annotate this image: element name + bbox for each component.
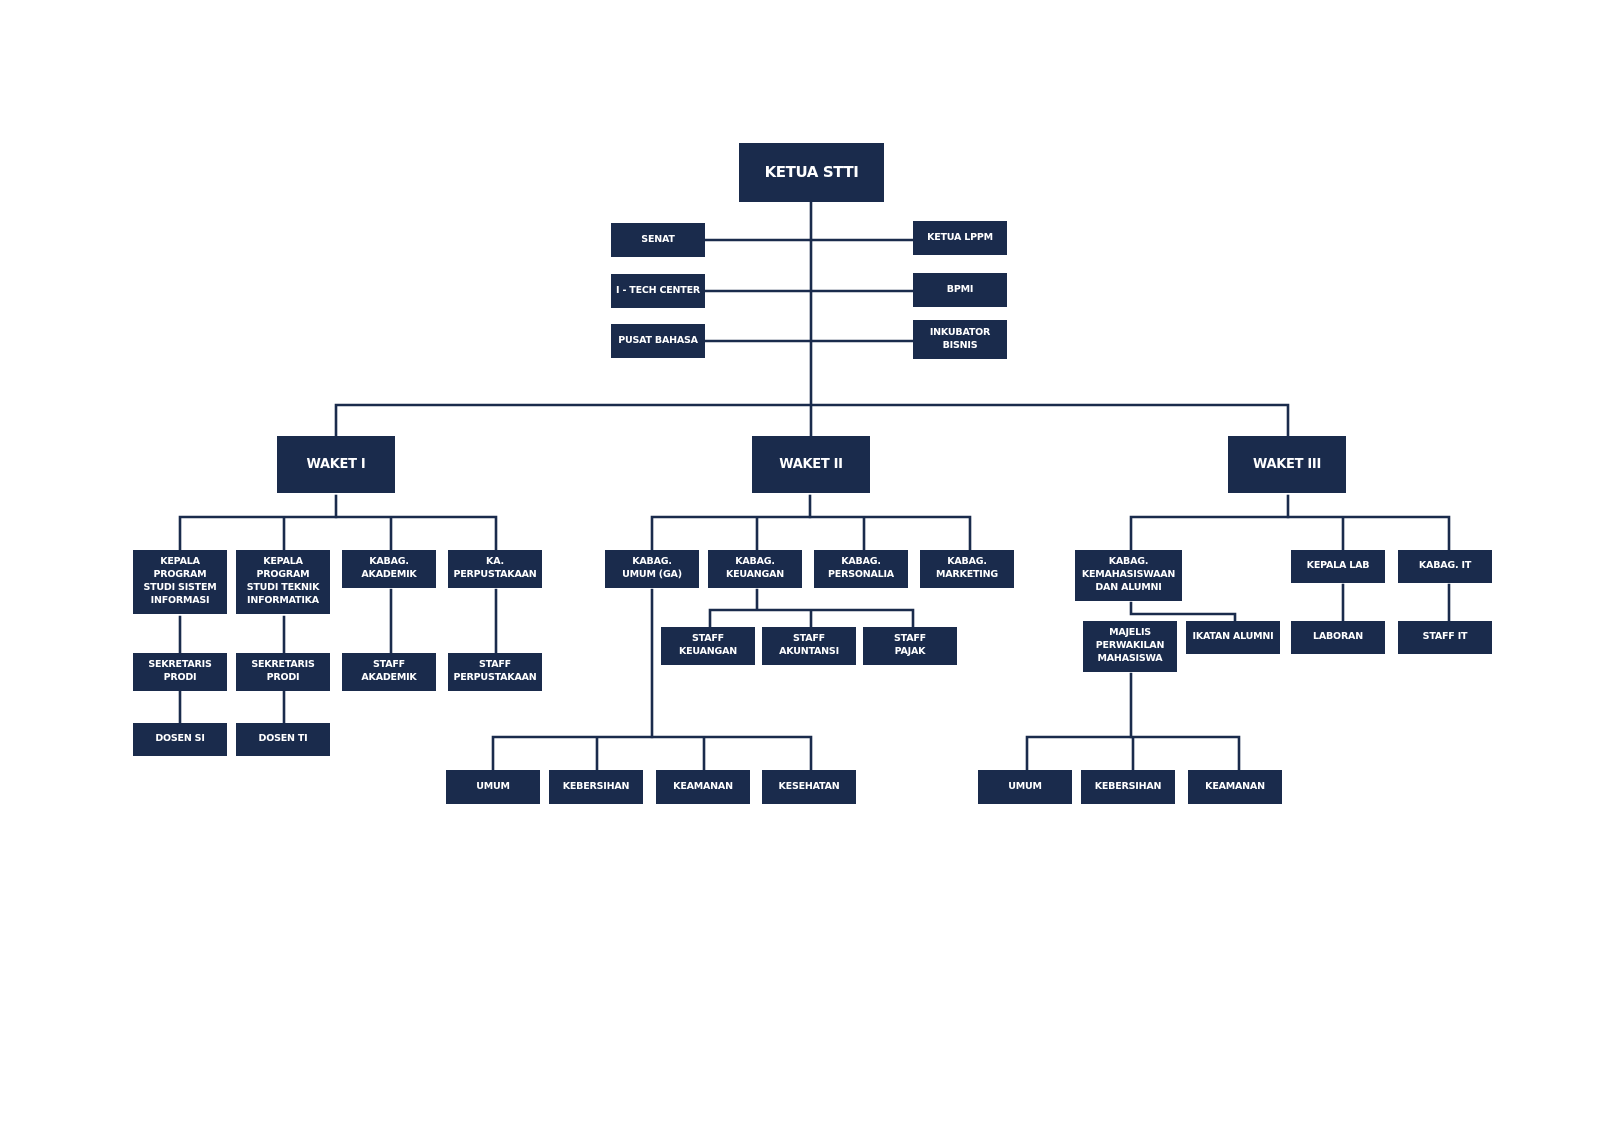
node-pusat-bahasa: PUSAT BAHASA — [611, 324, 705, 358]
node-kabag-it: KABAG. IT — [1398, 550, 1492, 583]
node-staff-keuangan: STAFF KEUANGAN — [661, 627, 755, 665]
line-waket1-bus — [178, 515, 498, 553]
node-kabag-keuangan: KABAG. KEUANGAN — [708, 550, 802, 588]
node-keamanan-waket2: KEAMANAN — [656, 770, 750, 804]
node-staff-it: STAFF IT — [1398, 621, 1492, 654]
line-kemahasiswaan-branch — [1129, 601, 1237, 624]
node-waket-1: WAKET I — [277, 436, 395, 493]
node-ka-perpustakaan: KA. PERPUSTAKAAN — [448, 550, 542, 588]
node-kabag-marketing: KABAG. MARKETING — [920, 550, 1014, 588]
node-itech-center: I - TECH CENTER — [611, 274, 705, 308]
node-staff-pajak: STAFF PAJAK — [863, 627, 957, 665]
node-senat: SENAT — [611, 223, 705, 257]
node-laboran: LABORAN — [1291, 621, 1385, 654]
node-bpmi: BPMI — [913, 273, 1007, 307]
node-staff-perpustakaan: STAFF PERPUSTAKAAN — [448, 653, 542, 691]
node-staff-akuntansi: STAFF AKUNTANSI — [762, 627, 856, 665]
node-umum-waket2: UMUM — [446, 770, 540, 804]
node-majelis-perwakilan-mahasiswa: MAJELIS PERWAKILAN MAHASISWA — [1083, 621, 1177, 672]
node-dosen-ti: DOSEN TI — [236, 723, 330, 756]
node-dosen-si: DOSEN SI — [133, 723, 227, 756]
node-kaprodi-ti: KEPALA PROGRAM STUDI TEKNIK INFORMATIKA — [236, 550, 330, 614]
line-majelis-bus — [1025, 735, 1241, 773]
node-umum-waket3: UMUM — [978, 770, 1072, 804]
node-kepala-lab: KEPALA LAB — [1291, 550, 1385, 583]
line-umum-bus — [491, 735, 813, 773]
node-kabag-personalia: KABAG. PERSONALIA — [814, 550, 908, 588]
node-keamanan-waket3: KEAMANAN — [1188, 770, 1282, 804]
line-waket2-bus — [650, 515, 972, 553]
node-kabag-akademik: KABAG. AKADEMIK — [342, 550, 436, 588]
node-ikatan-alumni: IKATAN ALUMNI — [1186, 621, 1280, 654]
node-waket-3: WAKET III — [1228, 436, 1346, 493]
line-waket-bus — [334, 403, 1290, 438]
node-ketua-lppm: KETUA LPPM — [913, 221, 1007, 255]
node-kebersihan-waket2: KEBERSIHAN — [549, 770, 643, 804]
node-kesehatan: KESEHATAN — [762, 770, 856, 804]
line-keuangan-bus — [708, 588, 915, 630]
node-ketua-stti: KETUA STTI — [739, 143, 884, 202]
node-kaprodi-si: KEPALA PROGRAM STUDI SISTEM INFORMASI — [133, 550, 227, 614]
node-inkubator-bisnis: INKUBATOR BISNIS — [913, 320, 1007, 359]
node-sekretaris-prodi-si: SEKRETARIS PRODI — [133, 653, 227, 691]
line-waket3-bus — [1129, 515, 1451, 553]
node-staff-akademik: STAFF AKADEMIK — [342, 653, 436, 691]
node-kabag-umum: KABAG. UMUM (GA) — [605, 550, 699, 588]
node-kebersihan-waket3: KEBERSIHAN — [1081, 770, 1175, 804]
node-kabag-kemahasiswaan: KABAG. KEMAHASISWAAN DAN ALUMNI — [1075, 550, 1182, 601]
node-sekretaris-prodi-ti: SEKRETARIS PRODI — [236, 653, 330, 691]
node-waket-2: WAKET II — [752, 436, 870, 493]
